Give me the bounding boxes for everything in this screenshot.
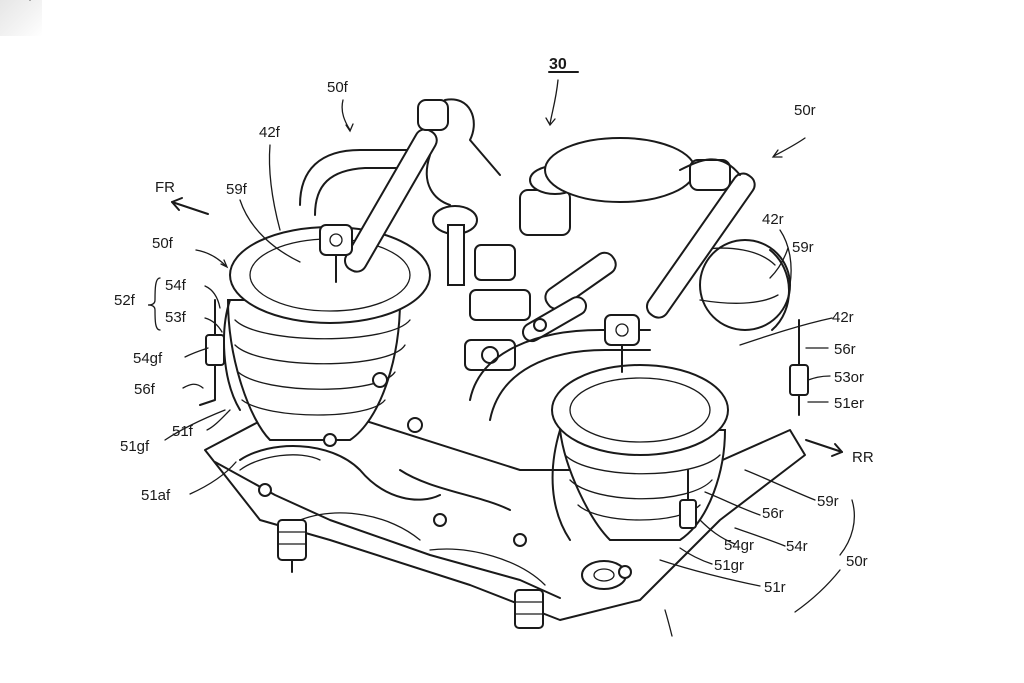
label-42r-b: 42r (832, 309, 854, 326)
rear-funnel-group (551, 364, 729, 541)
label-51f: 51f (172, 423, 194, 440)
label-59r-a: 59r (792, 239, 814, 256)
engine-assembly-drawing (199, 98, 809, 629)
label-51er: 51er (834, 395, 864, 412)
label-56f: 56f (134, 381, 156, 398)
label-fr: FR (155, 179, 175, 196)
label-56r-a: 56r (834, 341, 856, 358)
label-54gr: 54gr (724, 537, 754, 554)
label-50f-left: 50f (152, 235, 174, 252)
reference-labels: 30 FR RR 50f 42f 59f 50f 52f 54f 53f 54g… (114, 56, 874, 596)
leader-lines (29, 0, 855, 637)
label-53f: 53f (165, 309, 187, 326)
label-52f: 52f (114, 292, 136, 309)
label-51gf: 51gf (120, 438, 150, 455)
figure-number: 30 (549, 56, 567, 73)
foot-left (277, 519, 307, 573)
label-54r: 54r (786, 538, 808, 555)
label-rr: RR (852, 449, 874, 466)
label-50r-top: 50r (794, 102, 816, 119)
label-42r-a: 42r (762, 211, 784, 228)
front-funnel-group (223, 226, 431, 441)
foot-center (514, 589, 544, 629)
label-50f-top: 50f (327, 79, 349, 96)
label-50r-bottom: 50r (846, 553, 868, 570)
label-59r-b: 59r (817, 493, 839, 510)
label-51af: 51af (141, 487, 171, 504)
label-53or: 53or (834, 369, 864, 386)
corner-shade (0, 0, 42, 36)
label-42f: 42f (259, 124, 281, 141)
label-54gf: 54gf (133, 350, 163, 367)
label-51r: 51r (764, 579, 786, 596)
label-56r-b: 56r (762, 505, 784, 522)
label-51gr: 51gr (714, 557, 744, 574)
label-59f: 59f (226, 181, 248, 198)
label-54f: 54f (165, 277, 187, 294)
